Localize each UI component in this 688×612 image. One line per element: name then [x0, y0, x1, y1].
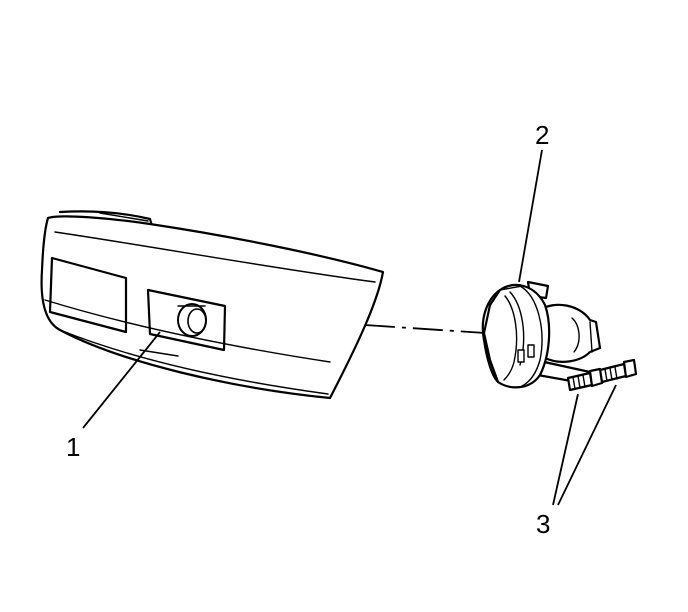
fog-lamp-opening [146, 288, 227, 352]
callout-1: 1 [66, 432, 80, 462]
callout-leaders [82, 149, 617, 506]
alignment-line [364, 324, 486, 334]
front-bumper-fascia [40, 210, 385, 400]
fog-lamp-assembly [481, 280, 602, 389]
mounting-screw-upper [598, 358, 638, 384]
callout-2: 2 [535, 120, 549, 150]
callout-3: 3 [536, 509, 550, 539]
mounting-screw-lower [566, 367, 604, 392]
left-grille [48, 256, 128, 334]
